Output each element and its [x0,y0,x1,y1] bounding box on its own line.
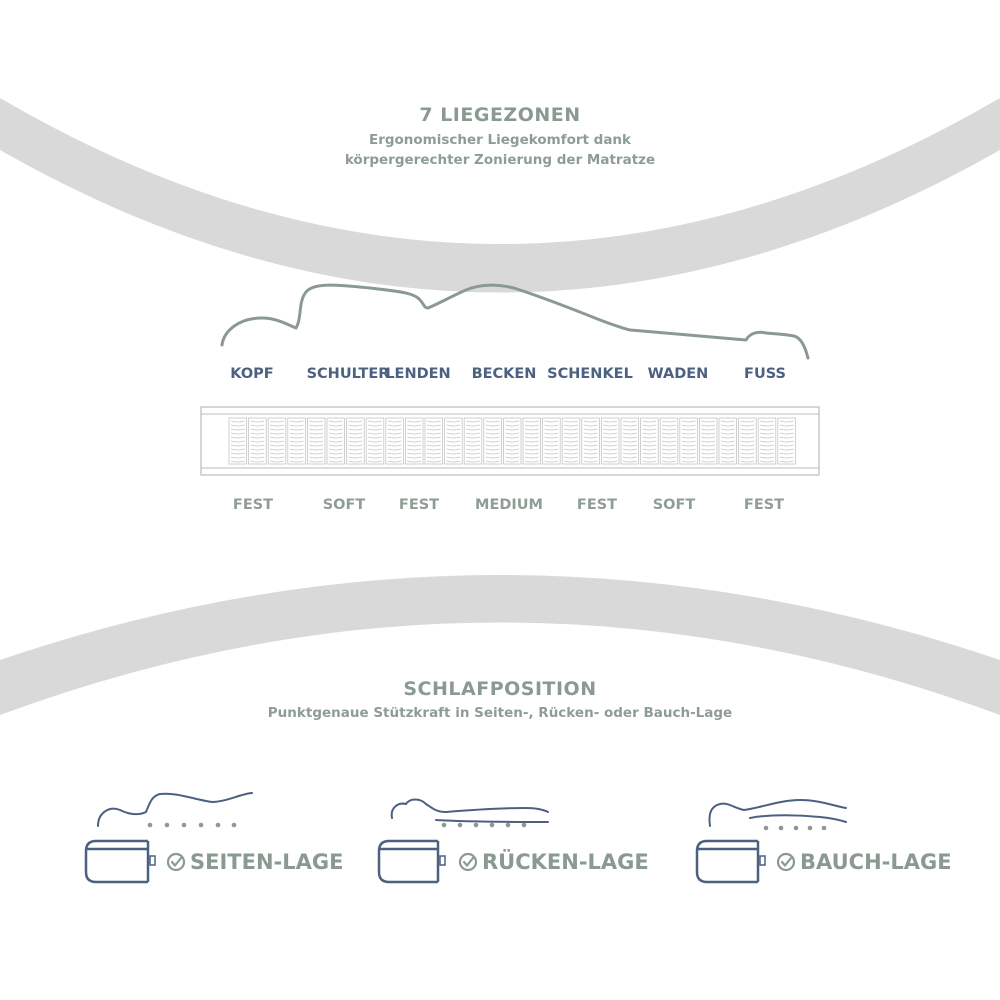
positions-subtitle: Punktgenaue Stützkraft in Seiten-, Rücke… [267,705,733,721]
zone-label-lenden: LENDEN [385,366,451,382]
zone-label-becken: BECKEN [471,366,537,382]
zones-subtitle-line2: körpergerechter Zonierung der Matratze [344,152,656,168]
zones-subtitle-line1: Ergonomischer Liegekomfort dank [368,132,632,148]
firmness-label-4: MEDIUM [475,497,543,513]
zone-label-schenkel: SCHENKEL [547,366,633,382]
zone-label-kopf: KOPF [230,366,274,382]
position-label-stomach: BAUCH-LAGE [800,850,952,874]
firmness-label-5: FEST [576,497,618,513]
zone-label-schulter: SCHULTER [306,366,390,382]
firmness-label-1: FEST [232,497,274,513]
firmness-label-7: FEST [743,497,785,513]
positions-title: SCHLAFPOSITION [403,678,597,700]
zone-label-fuss: FUSS [744,366,786,382]
position-label-side: SEITEN-LAGE [190,850,344,874]
firmness-label-2: SOFT [322,497,366,513]
top-arc [0,98,1000,293]
zone-label-waden: WADEN [647,366,709,382]
firmness-label-3: FEST [398,497,440,513]
bottom-arc [0,575,1000,715]
position-label-back: RÜCKEN-LAGE [482,850,649,874]
firmness-label-6: SOFT [652,497,696,513]
zones-title: 7 LIEGEZONEN [419,104,581,126]
